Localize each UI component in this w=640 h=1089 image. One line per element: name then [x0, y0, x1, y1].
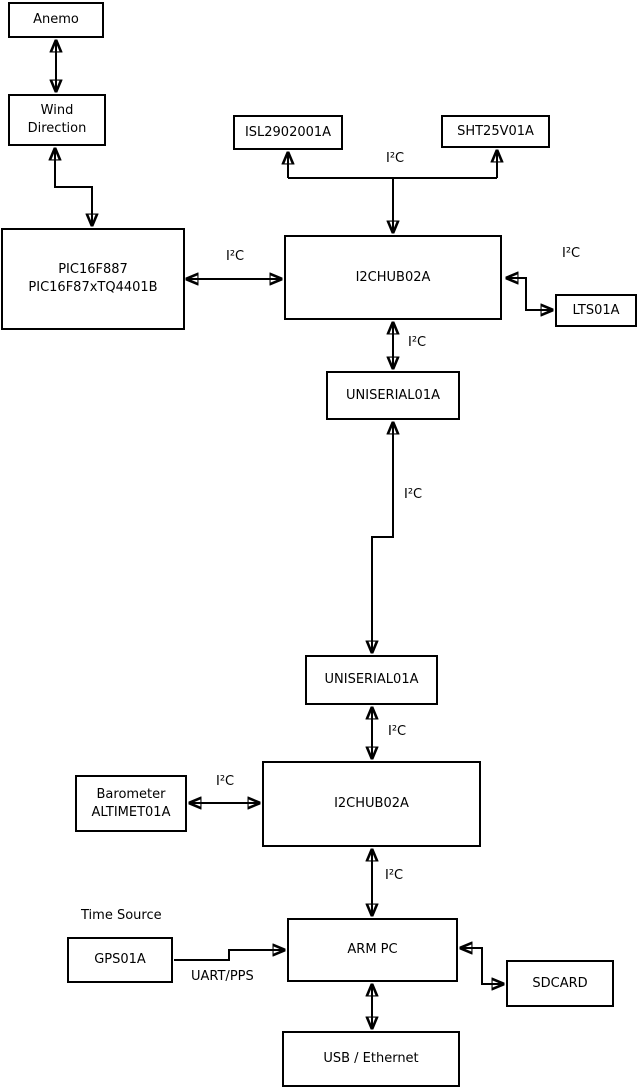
box-arm-pc: ARM PC	[287, 918, 458, 982]
label-i2c-uniserial-link: I²C	[404, 487, 423, 502]
label-time-source: Time Source	[81, 908, 162, 923]
box-lts01a: LTS01A	[555, 294, 637, 327]
label-i2c-barometer-hub2: I²C	[216, 774, 235, 789]
connector-gps-armpc	[174, 950, 284, 961]
box-gps01a: GPS01A	[67, 937, 173, 983]
label-i2c-hub1-uniserial1: I²C	[408, 335, 427, 350]
box-uniserial01a-bottom: UNISERIAL01A	[305, 655, 438, 705]
label-uart-pps: UART/PPS	[191, 969, 254, 984]
box-i2chub02a-top: I2CHUB02A	[284, 235, 502, 320]
connector-armpc-sdcard	[461, 948, 503, 984]
box-uniserial01a-top: UNISERIAL01A	[326, 371, 460, 420]
box-anemo: Anemo	[8, 2, 104, 38]
connector-wind-pic	[55, 149, 92, 225]
box-sdcard: SDCARD	[506, 960, 614, 1007]
box-wind-direction: Wind Direction	[8, 94, 106, 146]
box-isl2902001a: ISL2902001A	[233, 115, 343, 150]
box-barometer-altimet01a: Barometer ALTIMET01A	[75, 775, 187, 832]
box-i2chub02a-bottom: I2CHUB02A	[262, 761, 481, 847]
label-i2c-uniserial2-hub2: I²C	[388, 724, 407, 739]
box-pic16f887: PIC16F887 PIC16F87xTQ4401B	[1, 228, 185, 330]
connector-uniserial1-uniserial2	[372, 423, 393, 652]
label-i2c-pic-hub1: I²C	[226, 249, 245, 264]
connector-hub1-lts	[507, 278, 552, 310]
label-i2c-hub1-lts: I²C	[562, 246, 581, 261]
label-i2c-sensor-bus: I²C	[386, 151, 405, 166]
box-usb-ethernet: USB / Ethernet	[282, 1031, 460, 1087]
box-sht25v01a: SHT25V01A	[441, 115, 550, 148]
label-i2c-hub2-armpc: I²C	[385, 868, 404, 883]
